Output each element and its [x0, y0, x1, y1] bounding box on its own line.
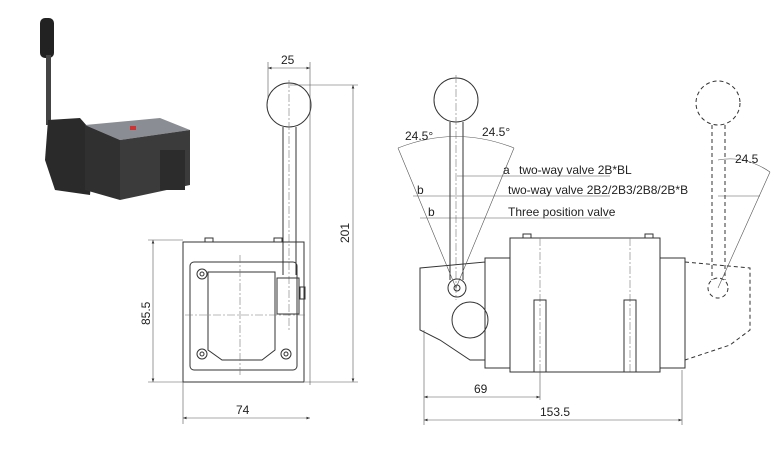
label-2b-bl: two-way valve 2B*BL — [519, 163, 632, 177]
angle-right: 24.5° — [482, 125, 510, 139]
dim-74: 74 — [236, 403, 250, 417]
valve-photo — [40, 18, 190, 200]
dim-69: 69 — [474, 382, 488, 396]
label-2b2: two-way valve 2B2/2B3/2B8/2B*B — [508, 183, 688, 197]
mark-a: a — [503, 163, 510, 177]
label-three-position: Three position valve — [508, 205, 616, 219]
dim-85-5: 85.5 — [139, 301, 153, 325]
mark-b1: b — [417, 183, 424, 197]
angle-left: 24.5° — [405, 129, 433, 143]
side-view — [148, 62, 358, 424]
angle-dashed: 24.5 — [735, 152, 759, 166]
front-view — [397, 75, 771, 425]
dim-201: 201 — [338, 223, 352, 243]
dim-25: 25 — [281, 53, 295, 67]
dim-153-5: 153.5 — [540, 405, 570, 419]
mark-b2: b — [428, 205, 435, 219]
